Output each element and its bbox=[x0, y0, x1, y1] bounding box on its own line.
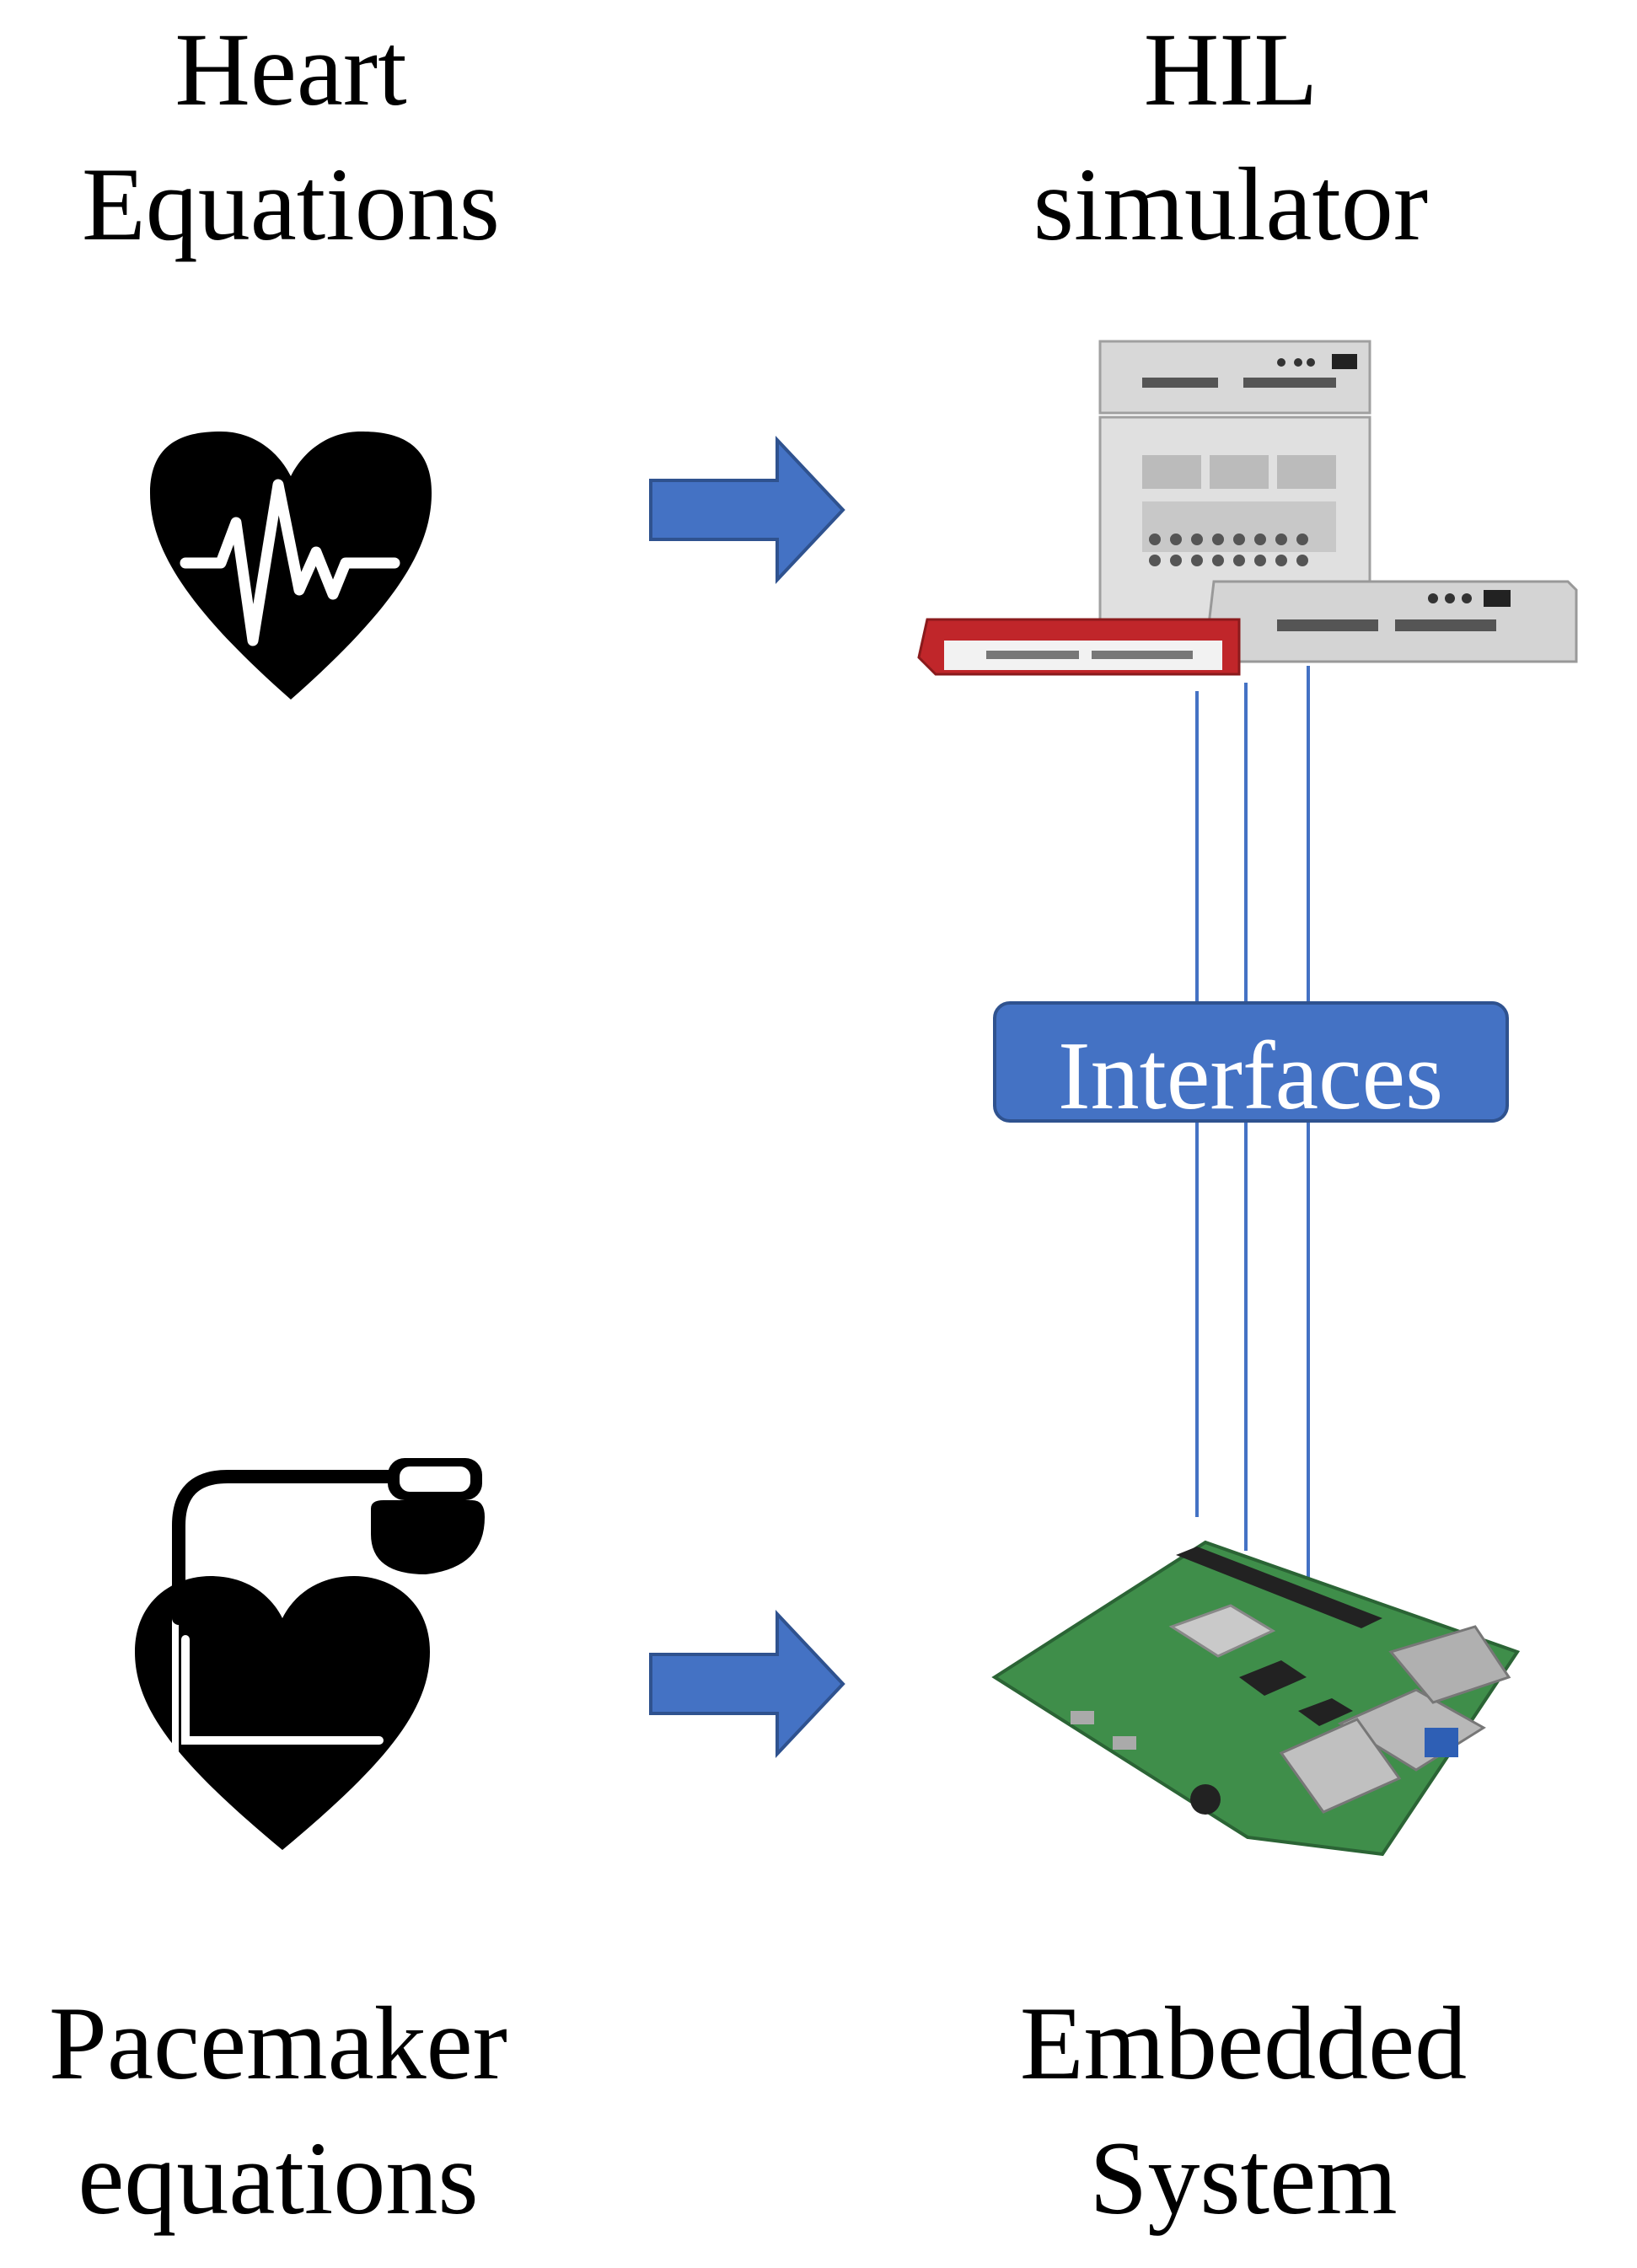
hil-simulator-hardware bbox=[917, 340, 1578, 676]
pacemaker-equations-label: Pacemaker equations bbox=[0, 1976, 556, 2246]
pacemaker-label-line2: equations bbox=[78, 2121, 479, 2236]
pacemaker-heart-icon bbox=[135, 1458, 485, 1850]
arrow-pacemaker-to-embedded bbox=[649, 1609, 845, 1759]
hil-label-line1: HIL bbox=[1143, 12, 1318, 127]
arrow-heart-to-hil bbox=[649, 435, 845, 585]
hil-label-line2: simulator bbox=[1033, 147, 1429, 262]
interfaces-label: Interfaces bbox=[1058, 1022, 1443, 1130]
connection-lines bbox=[1195, 666, 1310, 1584]
heart-label-line1: Heart bbox=[174, 12, 407, 127]
heart-label-line2: Equations bbox=[82, 147, 500, 262]
raspberry-pi-board bbox=[991, 1540, 1521, 1857]
heart-pulse-icon bbox=[150, 432, 432, 700]
heart-equations-label: Heart Equations bbox=[17, 3, 565, 272]
pacemaker-label-line1: Pacemaker bbox=[49, 1986, 507, 2101]
hil-simulator-label: HIL simulator bbox=[969, 3, 1492, 272]
embedded-label-line1: Embedded bbox=[1019, 1986, 1468, 2101]
interfaces-box: Interfaces bbox=[993, 1001, 1509, 1130]
embedded-label-line2: System bbox=[1089, 2121, 1398, 2236]
embedded-system-label: Embedded System bbox=[961, 1976, 1526, 2246]
